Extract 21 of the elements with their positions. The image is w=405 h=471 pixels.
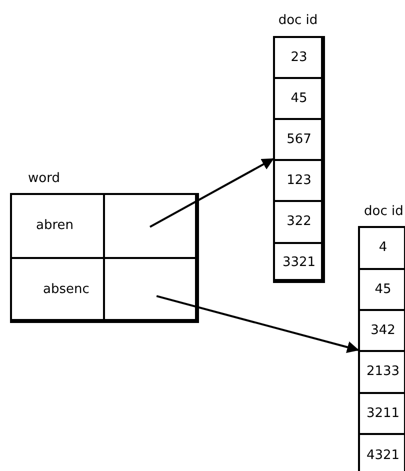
column-heading: doc id (277, 12, 319, 30)
column-heading: doc id (364, 203, 404, 221)
cell-text: 2133 (366, 363, 400, 382)
cell-text: 4 (378, 239, 388, 258)
cell-text: 567 (286, 130, 312, 149)
empty-cell (103, 257, 199, 323)
column-heading: word (28, 170, 60, 188)
cell-text: 23 (290, 48, 308, 67)
cell-text: 45 (374, 280, 392, 299)
cell-text: 3211 (366, 404, 400, 423)
table-cell (273, 242, 325, 283)
arrow (156, 295, 360, 353)
cell-text: abren (36, 217, 74, 236)
cell-text: absenc (43, 281, 90, 300)
cell-text: 123 (286, 172, 312, 190)
cell-text: 3321 (282, 254, 316, 272)
cell-text: 342 (370, 322, 396, 340)
arrow (150, 158, 274, 228)
cell-text: 4321 (366, 446, 400, 465)
cell-text: 45 (290, 90, 308, 108)
cell-text: 322 (286, 213, 312, 232)
